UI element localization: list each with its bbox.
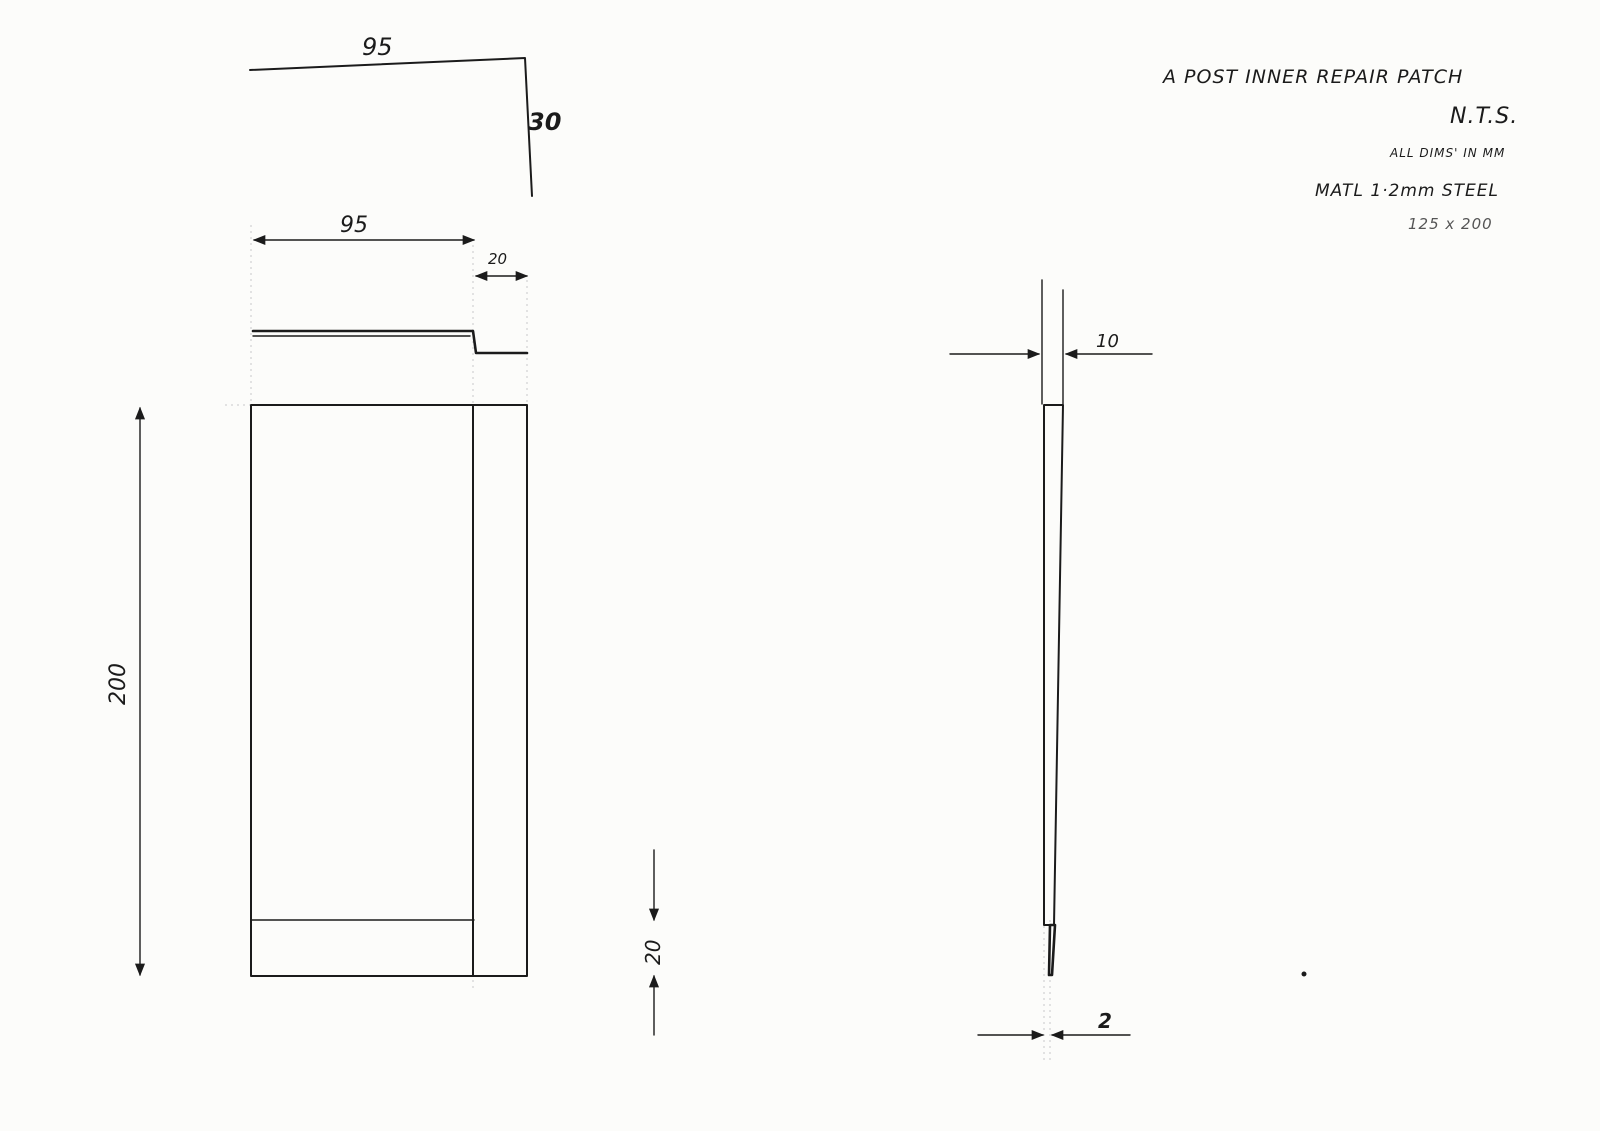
- dim-label-top-width: 95: [362, 33, 393, 61]
- units-note: ALL DIMS' IN MM: [1390, 146, 1506, 160]
- material-note: MATL 1·2mm STEEL: [1315, 181, 1500, 201]
- top-view-sketch: 95 30: [249, 33, 561, 197]
- blank-size-note: 125 x 200: [1408, 215, 1493, 233]
- projection-lines: [225, 225, 1051, 1060]
- stray-dot: [1301, 971, 1307, 977]
- dim-label-top-side: 30: [528, 108, 561, 136]
- dim-label-section-top: 10: [1096, 331, 1119, 352]
- scale-note: N.T.S.: [1450, 104, 1519, 129]
- drawing-title: A POST INNER REPAIR PATCH: [1163, 66, 1464, 88]
- edge-view: [251, 329, 529, 355]
- section-tip: [1047, 923, 1057, 977]
- patch-elevation: [250, 404, 528, 977]
- dim-label-face-width: 95: [340, 213, 368, 238]
- bottom-flange-dimension: 20: [641, 849, 665, 1036]
- dim-label-height: 200: [106, 663, 131, 705]
- dim-label-flange-width: 20: [488, 250, 507, 268]
- dim-label-bottom-flange: 20: [641, 940, 665, 965]
- width-dimensions: 95 20: [252, 213, 529, 282]
- section-view: 10 2: [949, 279, 1153, 1041]
- tapered-section: [1043, 404, 1064, 926]
- dim-label-section-bottom: 2: [1098, 1009, 1112, 1033]
- height-dimension: 200: [106, 406, 146, 977]
